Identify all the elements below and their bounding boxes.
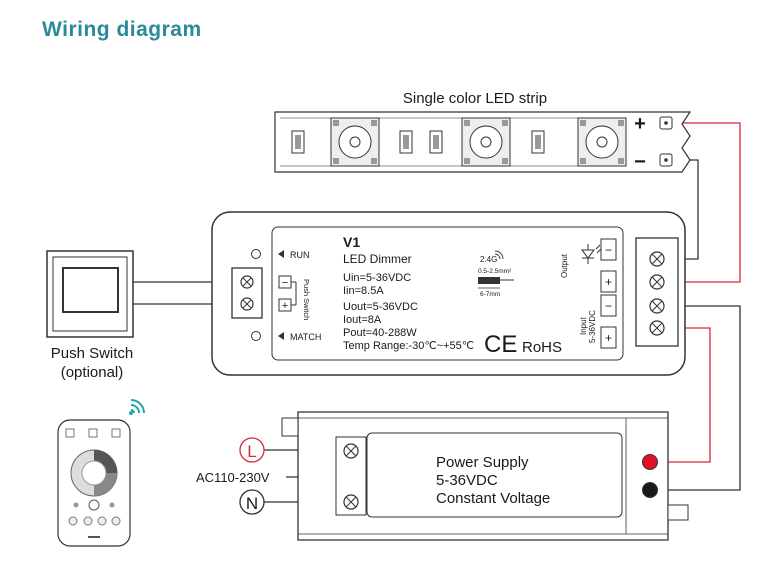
run-label: RUN [290,250,310,260]
rf-icon [494,250,504,260]
wire-strip-length: 6-7mm [480,291,500,298]
wire-psu-minus [660,305,741,491]
psu-line-2: 5-36VDC [436,472,498,489]
spec-pout: Pout=40-288W [343,327,417,339]
psu-line-1: Power Supply [436,454,529,471]
spec-uout: Uout=5-36VDC [343,301,418,313]
ac-l-label: L [247,442,256,461]
rf-label: 2.4G [480,255,497,264]
out-plus: + [605,275,612,289]
spec-iout: Iout=8A [343,314,382,326]
led-strip: Single color LED strip [274,90,692,173]
led-dimmer: RUN MATCH − + Push Switch V1 LED Dimmer … [211,211,686,376]
remote-control [57,399,145,547]
out-minus: − [605,243,612,257]
led-strip-label: Single color LED strip [403,90,547,107]
push-switch-label-1: Push Switch [51,345,134,362]
psu-minus-terminal [642,482,658,498]
wire-gauge: 0.5-2.5mm² [478,268,512,275]
push-plus: + [282,300,288,312]
strip-minus-label: − [634,151,646,173]
spec-uin: Uin=5-36VDC [343,272,411,284]
ac-input: L N AC110-230V [196,437,270,515]
page-title: Wiring diagram [42,18,202,41]
model-label: V1 [343,234,360,250]
led-symbol-icon [581,244,602,264]
input-voltage: 5-36VDC [588,310,597,343]
ac-voltage-label: AC110-230V [196,470,270,485]
product-name: LED Dimmer [343,252,412,266]
input-label: Input [579,316,588,335]
ce-mark: CE [484,331,517,358]
wireless-icon [130,399,145,414]
push-switch-label-2: (optional) [61,364,124,381]
push-minus: − [282,277,288,289]
power-supply: Power Supply 5-36VDC Constant Voltage [281,411,689,541]
spec-temp: Temp Range:-30℃~+55℃ [343,340,474,352]
wire-strip-plus [662,122,741,283]
spec-iin: Iin=8.5A [343,285,384,297]
match-label: MATCH [290,332,321,342]
ac-n-label: N [246,494,258,513]
wire-psu-plus [660,327,711,463]
push-switch: Push Switch (optional) [46,250,134,381]
psu-line-3: Constant Voltage [436,490,550,507]
in-minus: − [605,299,612,313]
strip-plus-label: + [634,113,646,135]
push-switch-vertical-label: Push Switch [302,279,311,320]
rohs-mark: RoHS [522,339,562,356]
output-label: Output [560,253,569,278]
in-plus: + [605,331,612,345]
psu-plus-terminal [642,454,658,470]
